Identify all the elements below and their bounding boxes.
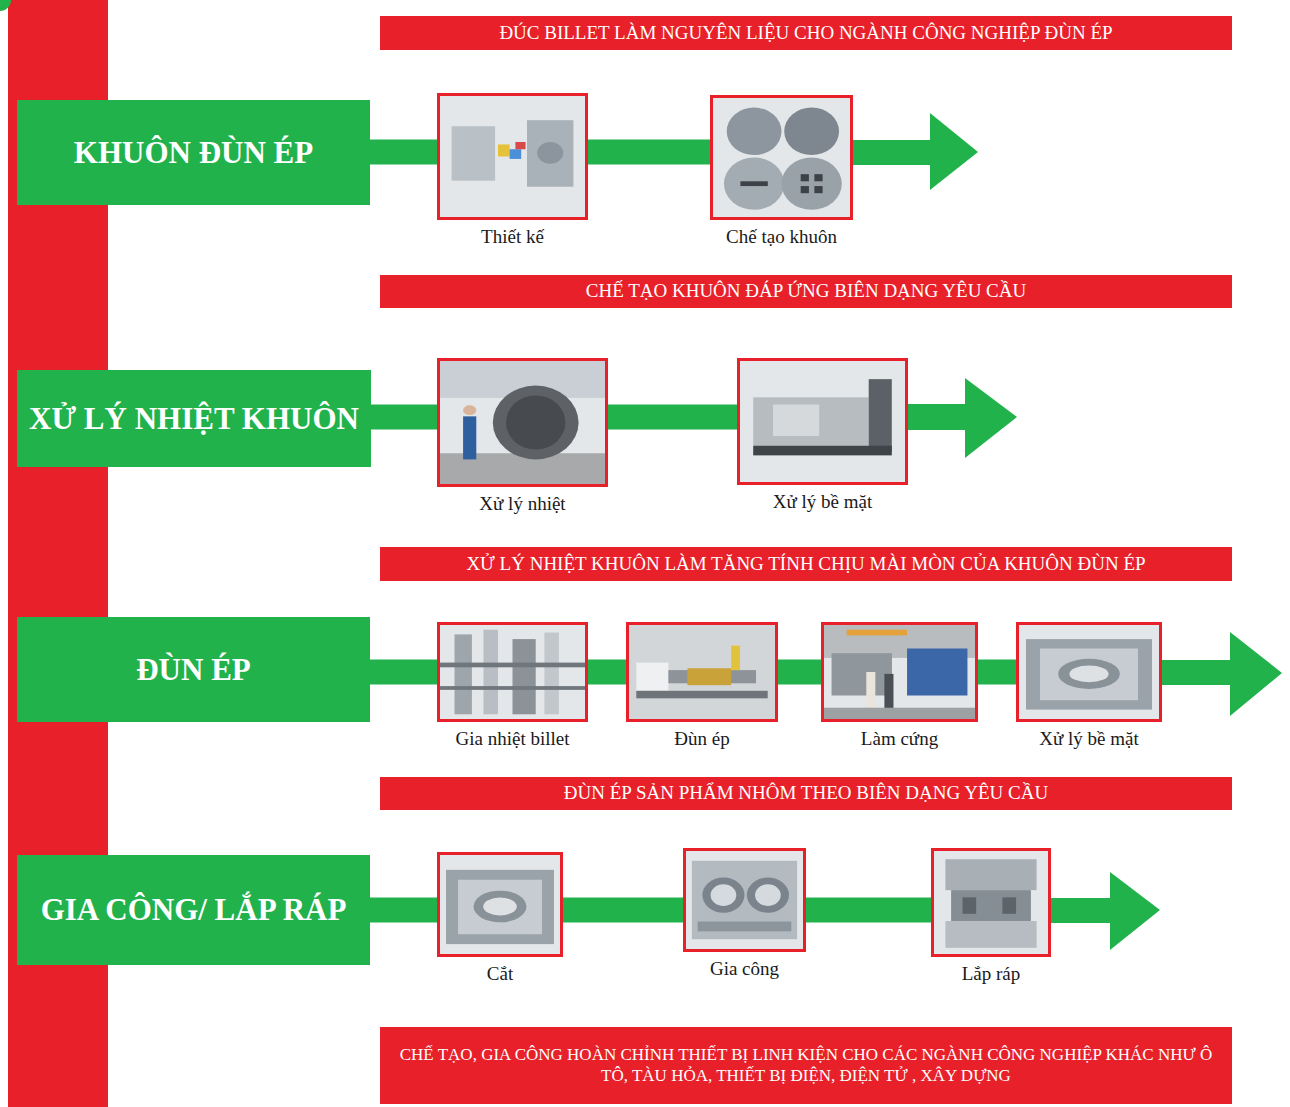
photo-illustration — [440, 625, 585, 719]
photo-illustration — [824, 625, 975, 719]
flow-connector — [370, 152, 437, 153]
photo-caption: Gia công — [710, 958, 779, 980]
flow-band — [850, 140, 932, 165]
photo-frame: Lắp ráp — [931, 848, 1051, 957]
flow-band — [563, 898, 683, 923]
photo-caption: Chế tạo khuôn — [726, 226, 837, 248]
arrow-head — [1230, 632, 1282, 716]
stage-box: XỬ LÝ NHIỆT KHUÔN — [17, 370, 371, 467]
banner-text: CHẾ TẠO, GIA CÔNG HOÀN CHỈNH THIẾT BỊ LI… — [388, 1045, 1224, 1086]
photo-illustration — [1019, 625, 1159, 719]
photo-caption: Xử lý bề mặt — [1039, 728, 1138, 750]
flow-connector — [608, 417, 737, 418]
photo-frame: Xử lý bề mặt — [737, 358, 908, 485]
photo-frame: Chế tạo khuôn — [710, 95, 853, 220]
caption-banner: CHẾ TẠO, GIA CÔNG HOÀN CHỈNH THIẾT BỊ LI… — [380, 1027, 1232, 1104]
caption-banner: XỬ LÝ NHIỆT KHUÔN LÀM TĂNG TÍNH CHỊU MÀI… — [380, 547, 1232, 581]
corner-dot — [0, 0, 11, 11]
stage-box: KHUÔN ĐÙN ÉP — [17, 100, 370, 205]
flow-band — [806, 898, 931, 923]
stage-title: GIA CÔNG/ LẮP RÁP — [41, 892, 347, 928]
photo-illustration — [440, 96, 585, 217]
stage-title: KHUÔN ĐÙN ÉP — [74, 135, 313, 171]
caption-banner: CHẾ TẠO KHUÔN ĐÁP ỨNG BIÊN DẠNG YÊU CẦU — [380, 275, 1232, 308]
flow-connector — [563, 910, 683, 911]
photo-illustration — [440, 855, 560, 954]
arrow-head — [1110, 872, 1160, 950]
flow-connector — [370, 910, 437, 911]
flow-connector — [978, 672, 1016, 673]
flow-band — [370, 898, 437, 923]
flow-band — [370, 660, 437, 685]
flow-connector — [371, 417, 437, 418]
flow-connector — [370, 672, 437, 673]
photo-caption: Thiết kế — [481, 226, 544, 248]
banner-text: CHẾ TẠO KHUÔN ĐÁP ỨNG BIÊN DẠNG YÊU CẦU — [586, 280, 1026, 303]
flow-connector — [588, 672, 626, 673]
banner-text: ĐÚC BILLET LÀM NGUYÊN LIỆU CHO NGÀNH CÔN… — [499, 22, 1112, 45]
photo-frame: Cắt — [437, 852, 563, 957]
caption-banner: ĐÚC BILLET LÀM NGUYÊN LIỆU CHO NGÀNH CÔN… — [380, 16, 1232, 50]
photo-frame: Gia nhiệt billet — [437, 622, 588, 722]
caption-banner: ĐÙN ÉP SẢN PHẨM NHÔM THEO BIÊN DẠNG YÊU … — [380, 777, 1232, 810]
photo-caption: Làm cứng — [861, 728, 938, 750]
stage-title: XỬ LÝ NHIỆT KHUÔN — [29, 401, 359, 437]
stage-box: GIA CÔNG/ LẮP RÁP — [17, 855, 370, 965]
photo-frame: Đùn ép — [626, 622, 778, 722]
photo-frame: Gia công — [683, 848, 806, 952]
photo-caption: Cắt — [487, 963, 513, 985]
flow-connector — [778, 672, 821, 673]
photo-frame: Thiết kế — [437, 93, 588, 220]
flow-connector — [588, 152, 710, 153]
flow-connector — [806, 910, 931, 911]
photo-caption: Gia nhiệt billet — [456, 728, 570, 750]
flow-band — [371, 405, 437, 430]
photo-frame: Xử lý bề mặt — [1016, 622, 1162, 722]
flow-band — [588, 660, 626, 685]
photo-illustration — [629, 625, 775, 719]
flow-band — [588, 140, 710, 165]
banner-text: XỬ LÝ NHIỆT KHUÔN LÀM TĂNG TÍNH CHỊU MÀI… — [466, 553, 1145, 576]
flow-band — [778, 660, 821, 685]
photo-caption: Xử lý nhiệt — [479, 493, 565, 515]
photo-caption: Xử lý bề mặt — [773, 491, 872, 513]
arrow-head — [965, 378, 1017, 458]
photo-frame: Làm cứng — [821, 622, 978, 722]
photo-caption: Lắp ráp — [962, 963, 1021, 985]
arrow-head — [930, 113, 978, 190]
flow-band — [1159, 660, 1232, 685]
stage-box: ĐÙN ÉP — [17, 617, 370, 722]
flow-band — [1048, 898, 1112, 923]
flow-band — [608, 405, 737, 430]
flow-band — [978, 660, 1016, 685]
photo-frame: Xử lý nhiệt — [437, 358, 608, 487]
photo-caption: Đùn ép — [674, 728, 729, 750]
flow-band — [370, 140, 437, 165]
stage-title: ĐÙN ÉP — [136, 652, 251, 688]
photo-illustration — [934, 851, 1048, 954]
photo-illustration — [713, 98, 850, 217]
photo-illustration — [686, 851, 803, 949]
banner-text: ĐÙN ÉP SẢN PHẨM NHÔM THEO BIÊN DẠNG YÊU … — [564, 782, 1048, 805]
photo-illustration — [740, 361, 905, 482]
photo-illustration — [440, 361, 605, 484]
flow-band — [905, 404, 967, 430]
